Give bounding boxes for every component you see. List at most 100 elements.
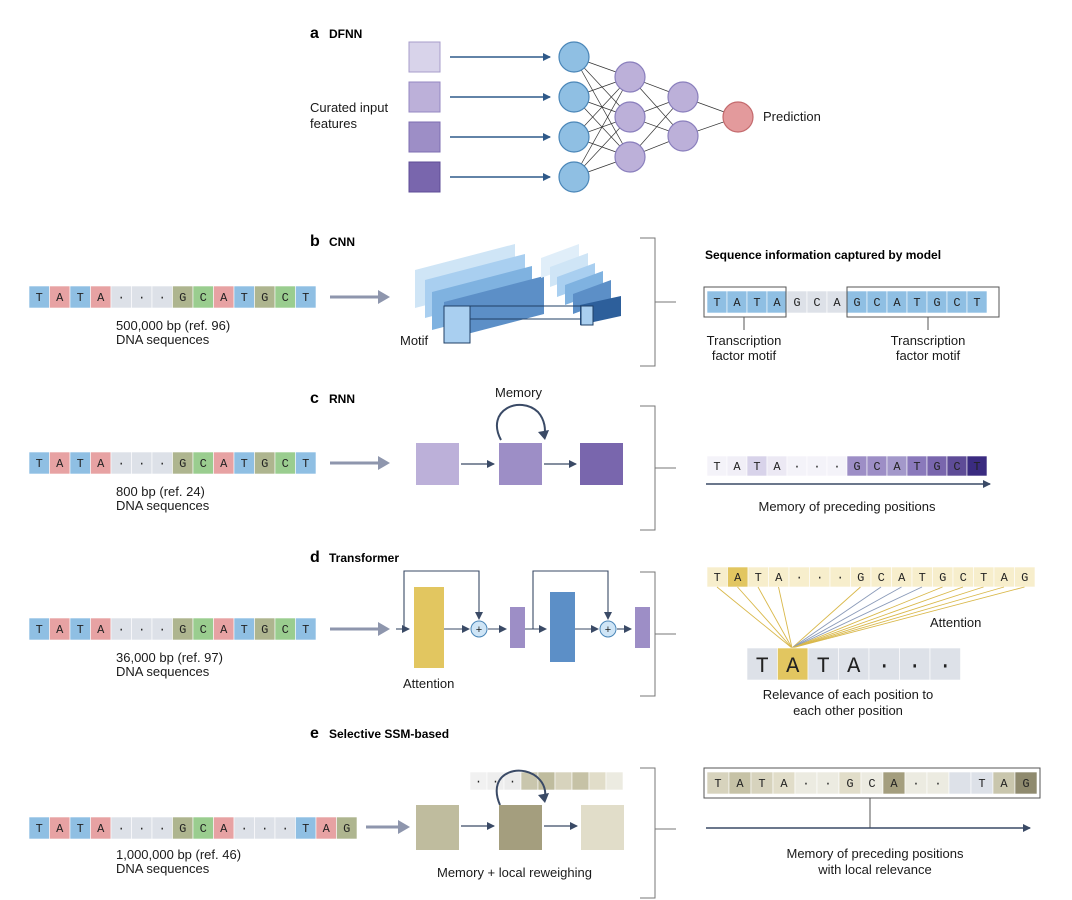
attention-line [791, 586, 1025, 649]
cnn-layers [415, 244, 621, 344]
tf-label: factor motif [712, 348, 777, 363]
base-letter: A [220, 291, 228, 305]
norm-block [510, 607, 525, 648]
hidden-node [667, 120, 699, 152]
attention-line [791, 586, 1005, 649]
input-node [558, 161, 590, 193]
motif-label: Motif [400, 333, 429, 348]
input-feature-box [408, 81, 441, 113]
base-letter: C [200, 623, 207, 637]
base-letter: G [261, 623, 268, 637]
base-letter: · [138, 457, 145, 471]
base-letter: T [241, 291, 248, 305]
base-letter: · [509, 775, 516, 789]
base-letter: · [878, 654, 891, 679]
base-letter: G [933, 460, 940, 474]
input-node [558, 41, 590, 73]
base-letter: T [753, 460, 760, 474]
base-letter: C [200, 457, 207, 471]
base-letter: A [323, 822, 331, 836]
base-letter: T [753, 296, 760, 310]
prediction-label: Prediction [763, 109, 821, 124]
base-letter: G [857, 571, 864, 585]
rnn-cell [499, 443, 542, 485]
base-letter: C [953, 460, 960, 474]
attention-label: Attention [930, 615, 981, 630]
base-letter: T [714, 777, 721, 791]
base-cell [295, 451, 317, 475]
motif-box [846, 286, 1000, 318]
base-letter: T [302, 291, 309, 305]
base-cell [838, 647, 870, 681]
base-letter: A [786, 654, 800, 679]
base-letter: G [179, 623, 186, 637]
base-letter: A [56, 822, 64, 836]
tf-label: factor motif [896, 348, 961, 363]
base-letter: A [220, 457, 228, 471]
attention-line [791, 586, 943, 649]
flow-arrow-head [378, 290, 390, 304]
output-node [722, 101, 754, 133]
bracket [640, 571, 676, 697]
input-label-1: Curated input [310, 100, 388, 115]
hidden-node [614, 61, 646, 93]
base-letter: C [200, 291, 207, 305]
caption: with local relevance [817, 862, 931, 877]
bp-label: 500,000 bp (ref. 96) [116, 318, 230, 333]
base-letter: A [56, 291, 64, 305]
base-letter: G [853, 460, 860, 474]
memory-caption: Memory of preceding positions [758, 499, 936, 514]
base-letter: T [302, 623, 309, 637]
base-letter: C [873, 296, 880, 310]
base-letter: A [893, 296, 901, 310]
base-letter: A [1001, 571, 1009, 585]
base-letter: · [908, 654, 921, 679]
base-letter: A [733, 296, 741, 310]
flow-arrow-head [378, 622, 390, 636]
base-letter: · [118, 457, 125, 471]
base-letter: · [138, 623, 145, 637]
base-letter: · [159, 822, 166, 836]
base-letter: C [282, 291, 289, 305]
base-letter: · [492, 775, 499, 789]
attention-line [791, 586, 984, 649]
tf-label: Transcription [707, 333, 782, 348]
block-label: Memory + local reweighing [437, 865, 592, 880]
base-cell [868, 647, 900, 681]
base-cell [554, 771, 573, 791]
base-letter: A [773, 460, 781, 474]
base-letter: A [780, 777, 788, 791]
network-edges [573, 56, 739, 178]
base-letter: C [868, 777, 875, 791]
base-letter: · [159, 457, 166, 471]
base-letter: G [853, 296, 860, 310]
motif-box [703, 286, 787, 318]
base-letter: T [973, 460, 980, 474]
base-cell [948, 771, 972, 795]
panel-b-title: CNN [329, 235, 355, 249]
base-letter: T [978, 777, 985, 791]
hidden-node [667, 81, 699, 113]
bracket [640, 767, 676, 899]
base-letter: · [796, 571, 803, 585]
base-letter: A [736, 777, 744, 791]
add-node [599, 620, 617, 638]
base-letter: · [833, 460, 840, 474]
base-letter: G [343, 822, 350, 836]
panel-d-letter: d [310, 549, 320, 566]
transformer-wiring [396, 570, 632, 633]
base-letter: A [220, 822, 228, 836]
base-letter: T [36, 822, 43, 836]
base-letter: A [847, 654, 861, 679]
base-letter: T [758, 777, 765, 791]
attention-line [737, 586, 793, 649]
base-letter: · [282, 822, 289, 836]
base-letter: · [159, 623, 166, 637]
memory-loop [495, 403, 546, 441]
base-letter: C [878, 571, 885, 585]
base-letter: C [813, 296, 820, 310]
